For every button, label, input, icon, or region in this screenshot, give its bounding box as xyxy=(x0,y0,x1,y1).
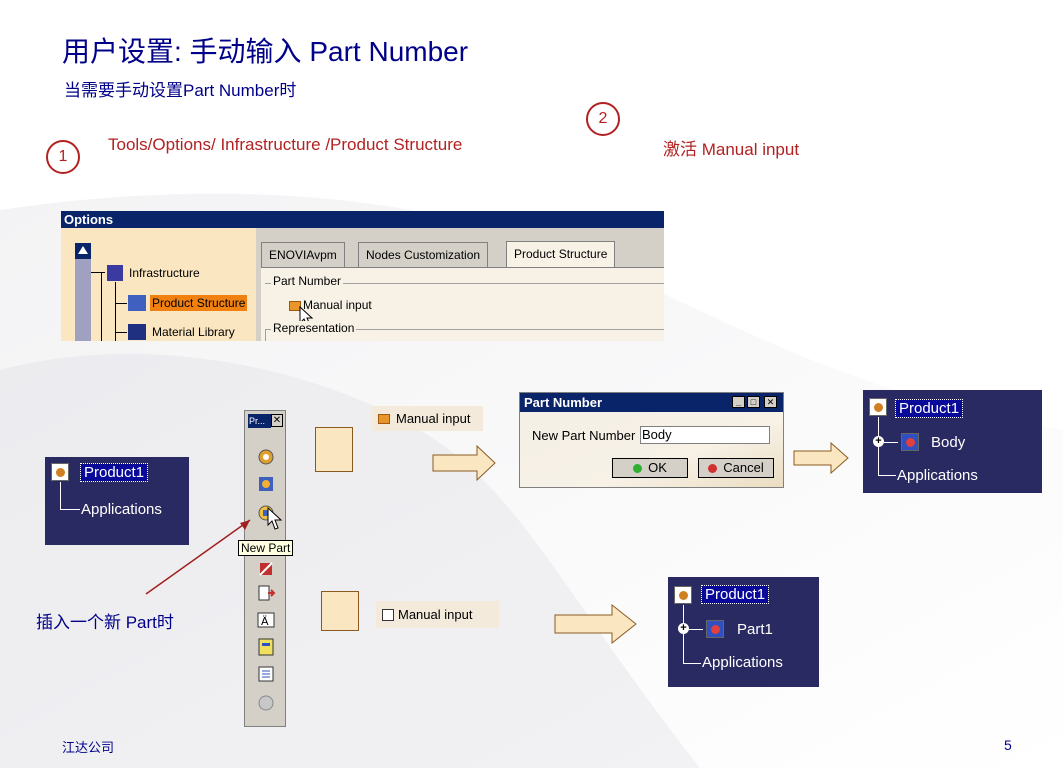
tree-item-material-library[interactable]: Material Library xyxy=(152,325,235,339)
initial-product-tree: Product1 Applications xyxy=(45,457,189,545)
cancel-button[interactable]: Cancel xyxy=(698,458,774,478)
ok-button[interactable]: OK xyxy=(612,458,688,478)
tree-item-applications[interactable]: Applications xyxy=(897,467,978,484)
arrow-to-auto-result-icon xyxy=(554,604,637,644)
existing-component-icon[interactable] xyxy=(256,559,276,579)
insert-part-annotation: 插入一个新 Part时 xyxy=(36,613,174,632)
tab-product-structure[interactable]: Product Structure xyxy=(506,241,616,269)
expand-plus-icon[interactable]: + xyxy=(678,623,689,634)
unchecked-state-box xyxy=(321,591,359,631)
result-tree-manual: Product1 + Body Applications xyxy=(863,390,1042,493)
tree-item-applications[interactable]: Applications xyxy=(702,654,783,671)
dialog-title: Part Number xyxy=(524,395,603,410)
checked-state-box xyxy=(315,427,353,472)
options-titlebar: Options xyxy=(61,211,664,228)
footer-company: 江达公司 xyxy=(62,740,115,755)
group-representation-label: Representation xyxy=(271,321,357,335)
arrow-to-result-icon xyxy=(793,442,849,474)
product-icon xyxy=(51,463,69,481)
checkbox-unchecked-icon xyxy=(382,608,394,621)
maximize-icon[interactable]: □ xyxy=(747,396,760,408)
svg-text:Ä: Ä xyxy=(261,615,269,628)
ok-green-dot-icon xyxy=(633,464,643,474)
tab-enoviavpm[interactable]: ENOVIAvpm xyxy=(261,242,345,268)
tree-item-part1[interactable]: Part1 xyxy=(737,621,773,638)
slide-subtitle: 当需要手动设置Part Number时 xyxy=(64,81,297,100)
annotation-arrow xyxy=(145,519,251,595)
checkbox-checked-icon xyxy=(378,413,390,424)
toolbar-close-button[interactable]: ✕ xyxy=(271,414,283,427)
part-number-dialog: Part Number _ □ ✕ New Part Number Body O… xyxy=(519,392,784,488)
product-structure-panel: Part Number Manual input Representation xyxy=(261,267,664,341)
manual-input-checked-chip: Manual input xyxy=(372,406,483,431)
generate-numbering-icon[interactable] xyxy=(256,637,276,657)
toolbar-pointer-icon xyxy=(267,507,283,530)
tree-item-infrastructure[interactable]: Infrastructure xyxy=(129,266,200,280)
tab-nodes-customization[interactable]: Nodes Customization xyxy=(358,242,489,268)
graph-tree-reordering-icon[interactable]: Ä xyxy=(256,610,276,630)
tree-scrollbar[interactable] xyxy=(75,259,91,341)
minimize-icon[interactable]: _ xyxy=(732,396,745,408)
slide-title: 用户设置: 手动输入 Part Number xyxy=(62,36,469,67)
manual-input-checked-label: Manual input xyxy=(396,411,471,426)
manual-input-checkbox[interactable]: Manual input xyxy=(289,298,372,312)
result-tree-auto: Product1 + Part1 Applications xyxy=(668,577,819,687)
tree-root-product1[interactable]: Product1 xyxy=(700,585,770,604)
expand-plus-icon[interactable]: + xyxy=(873,436,884,447)
step-2-circle: 2 xyxy=(586,102,620,136)
page-number: 5 xyxy=(1004,737,1012,753)
product-icon xyxy=(869,398,887,416)
part-icon xyxy=(901,433,919,451)
new-part-tooltip: New Part xyxy=(238,540,294,556)
manual-input-unchecked-chip: Manual input xyxy=(376,601,499,628)
scroll-up-arrow-icon[interactable] xyxy=(75,243,91,259)
toolbar-title: Pr... xyxy=(248,414,271,428)
replace-component-icon[interactable] xyxy=(256,583,276,603)
tree-root-product1[interactable]: Product1 xyxy=(79,463,149,482)
tree-item-product-structure[interactable]: Product Structure xyxy=(150,295,248,311)
options-tree: Infrastructure Product Structure Materia… xyxy=(61,228,256,341)
manual-input-unchecked-label: Manual input xyxy=(398,607,473,622)
selective-load-icon[interactable] xyxy=(256,664,276,684)
step-2-text: 激活 Manual input xyxy=(663,140,800,159)
product-structure-toolbar: Pr... ✕ Ä xyxy=(244,410,286,727)
arrow-to-dialog-icon xyxy=(432,445,496,481)
new-product-icon[interactable] xyxy=(256,474,276,494)
manual-input-label: Manual input xyxy=(303,298,372,312)
tree-root-product1[interactable]: Product1 xyxy=(894,399,964,418)
step-1-text: Tools/Options/ Infrastructure /Product S… xyxy=(108,135,463,154)
product-structure-icon xyxy=(128,295,146,311)
tree-item-body[interactable]: Body xyxy=(931,434,966,451)
step-1-circle: 1 xyxy=(46,140,80,174)
options-window: Options Infrastructure Product Structure… xyxy=(61,211,664,341)
checkbox-checked-icon xyxy=(289,300,301,311)
group-part-number-label: Part Number xyxy=(271,274,344,288)
part-icon xyxy=(706,620,724,638)
new-part-number-label: New Part Number xyxy=(532,428,636,443)
infrastructure-icon xyxy=(107,265,123,281)
manage-representations-icon[interactable] xyxy=(256,693,276,713)
product-icon xyxy=(674,586,692,604)
new-component-icon[interactable] xyxy=(256,447,276,467)
close-icon[interactable]: ✕ xyxy=(764,396,777,408)
cancel-red-dot-icon xyxy=(708,464,718,474)
material-library-icon xyxy=(128,324,146,340)
tree-item-applications[interactable]: Applications xyxy=(81,501,162,518)
new-part-number-input[interactable]: Body xyxy=(640,426,770,444)
